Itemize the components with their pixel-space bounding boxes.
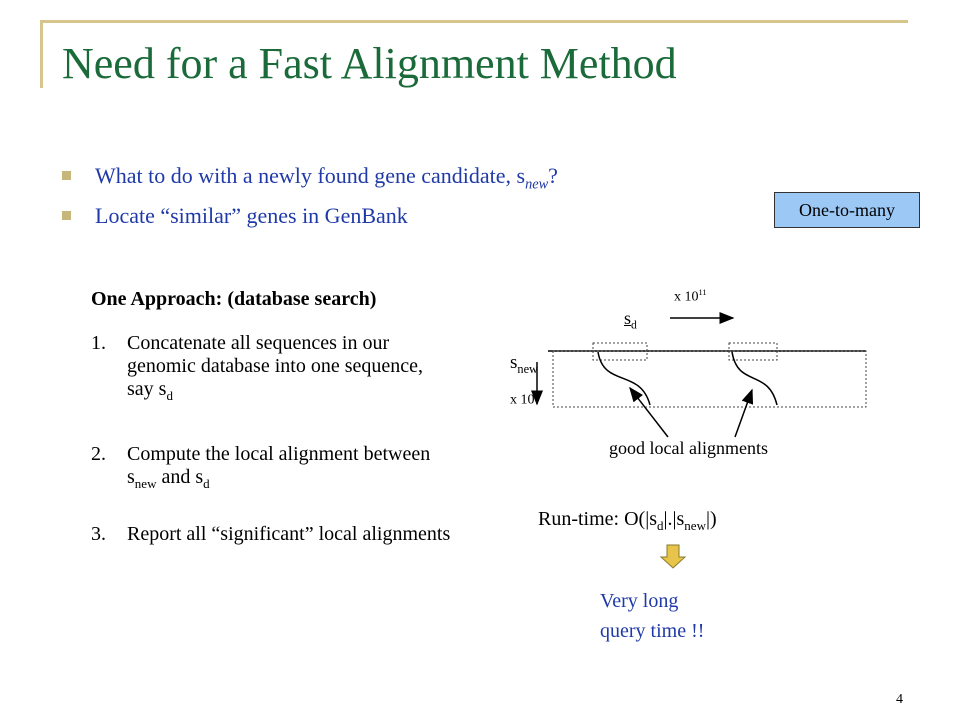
bullet-item-2: Locate “similar” genes in GenBank [62, 203, 408, 229]
square-bullet-icon [62, 211, 71, 221]
database-box [552, 350, 867, 408]
snew-label: snew [510, 352, 538, 376]
top-rule [40, 20, 908, 23]
one-to-many-badge: One-to-many [774, 192, 920, 228]
page-number: 4 [896, 692, 903, 707]
match-box-2 [728, 342, 778, 361]
slide-title: Need for a Fast Alignment Method [62, 39, 677, 88]
match-box-1 [592, 342, 648, 361]
alignments-label: good local alignments [609, 438, 768, 458]
y-scale-label: x 103 [510, 391, 539, 408]
step-2: 2. Compute the local alignment between s… [91, 443, 431, 491]
square-bullet-icon [62, 171, 71, 181]
pointer-arrow-2 [734, 388, 754, 438]
sd-label: sd [624, 308, 637, 332]
alignment-curve-1 [597, 351, 651, 406]
pointer-arrow-1 [629, 386, 669, 438]
down-arrow-icon [659, 544, 687, 569]
approach-heading: One Approach: (database search) [91, 288, 377, 310]
alignment-curve-2 [731, 351, 778, 406]
runtime-formula: Run-time: O(|sd|.|snew|) [538, 508, 717, 533]
step-3: 3. Report all “significant” local alignm… [91, 523, 451, 545]
step-1: 1. Concatenate all sequences in our geno… [91, 332, 423, 403]
bullet-item-1: What to do with a newly found gene candi… [62, 163, 558, 193]
x-scale-label: x 1011 [674, 288, 707, 305]
left-rule [40, 20, 43, 88]
query-time-note: Very long query time !! [600, 590, 705, 642]
